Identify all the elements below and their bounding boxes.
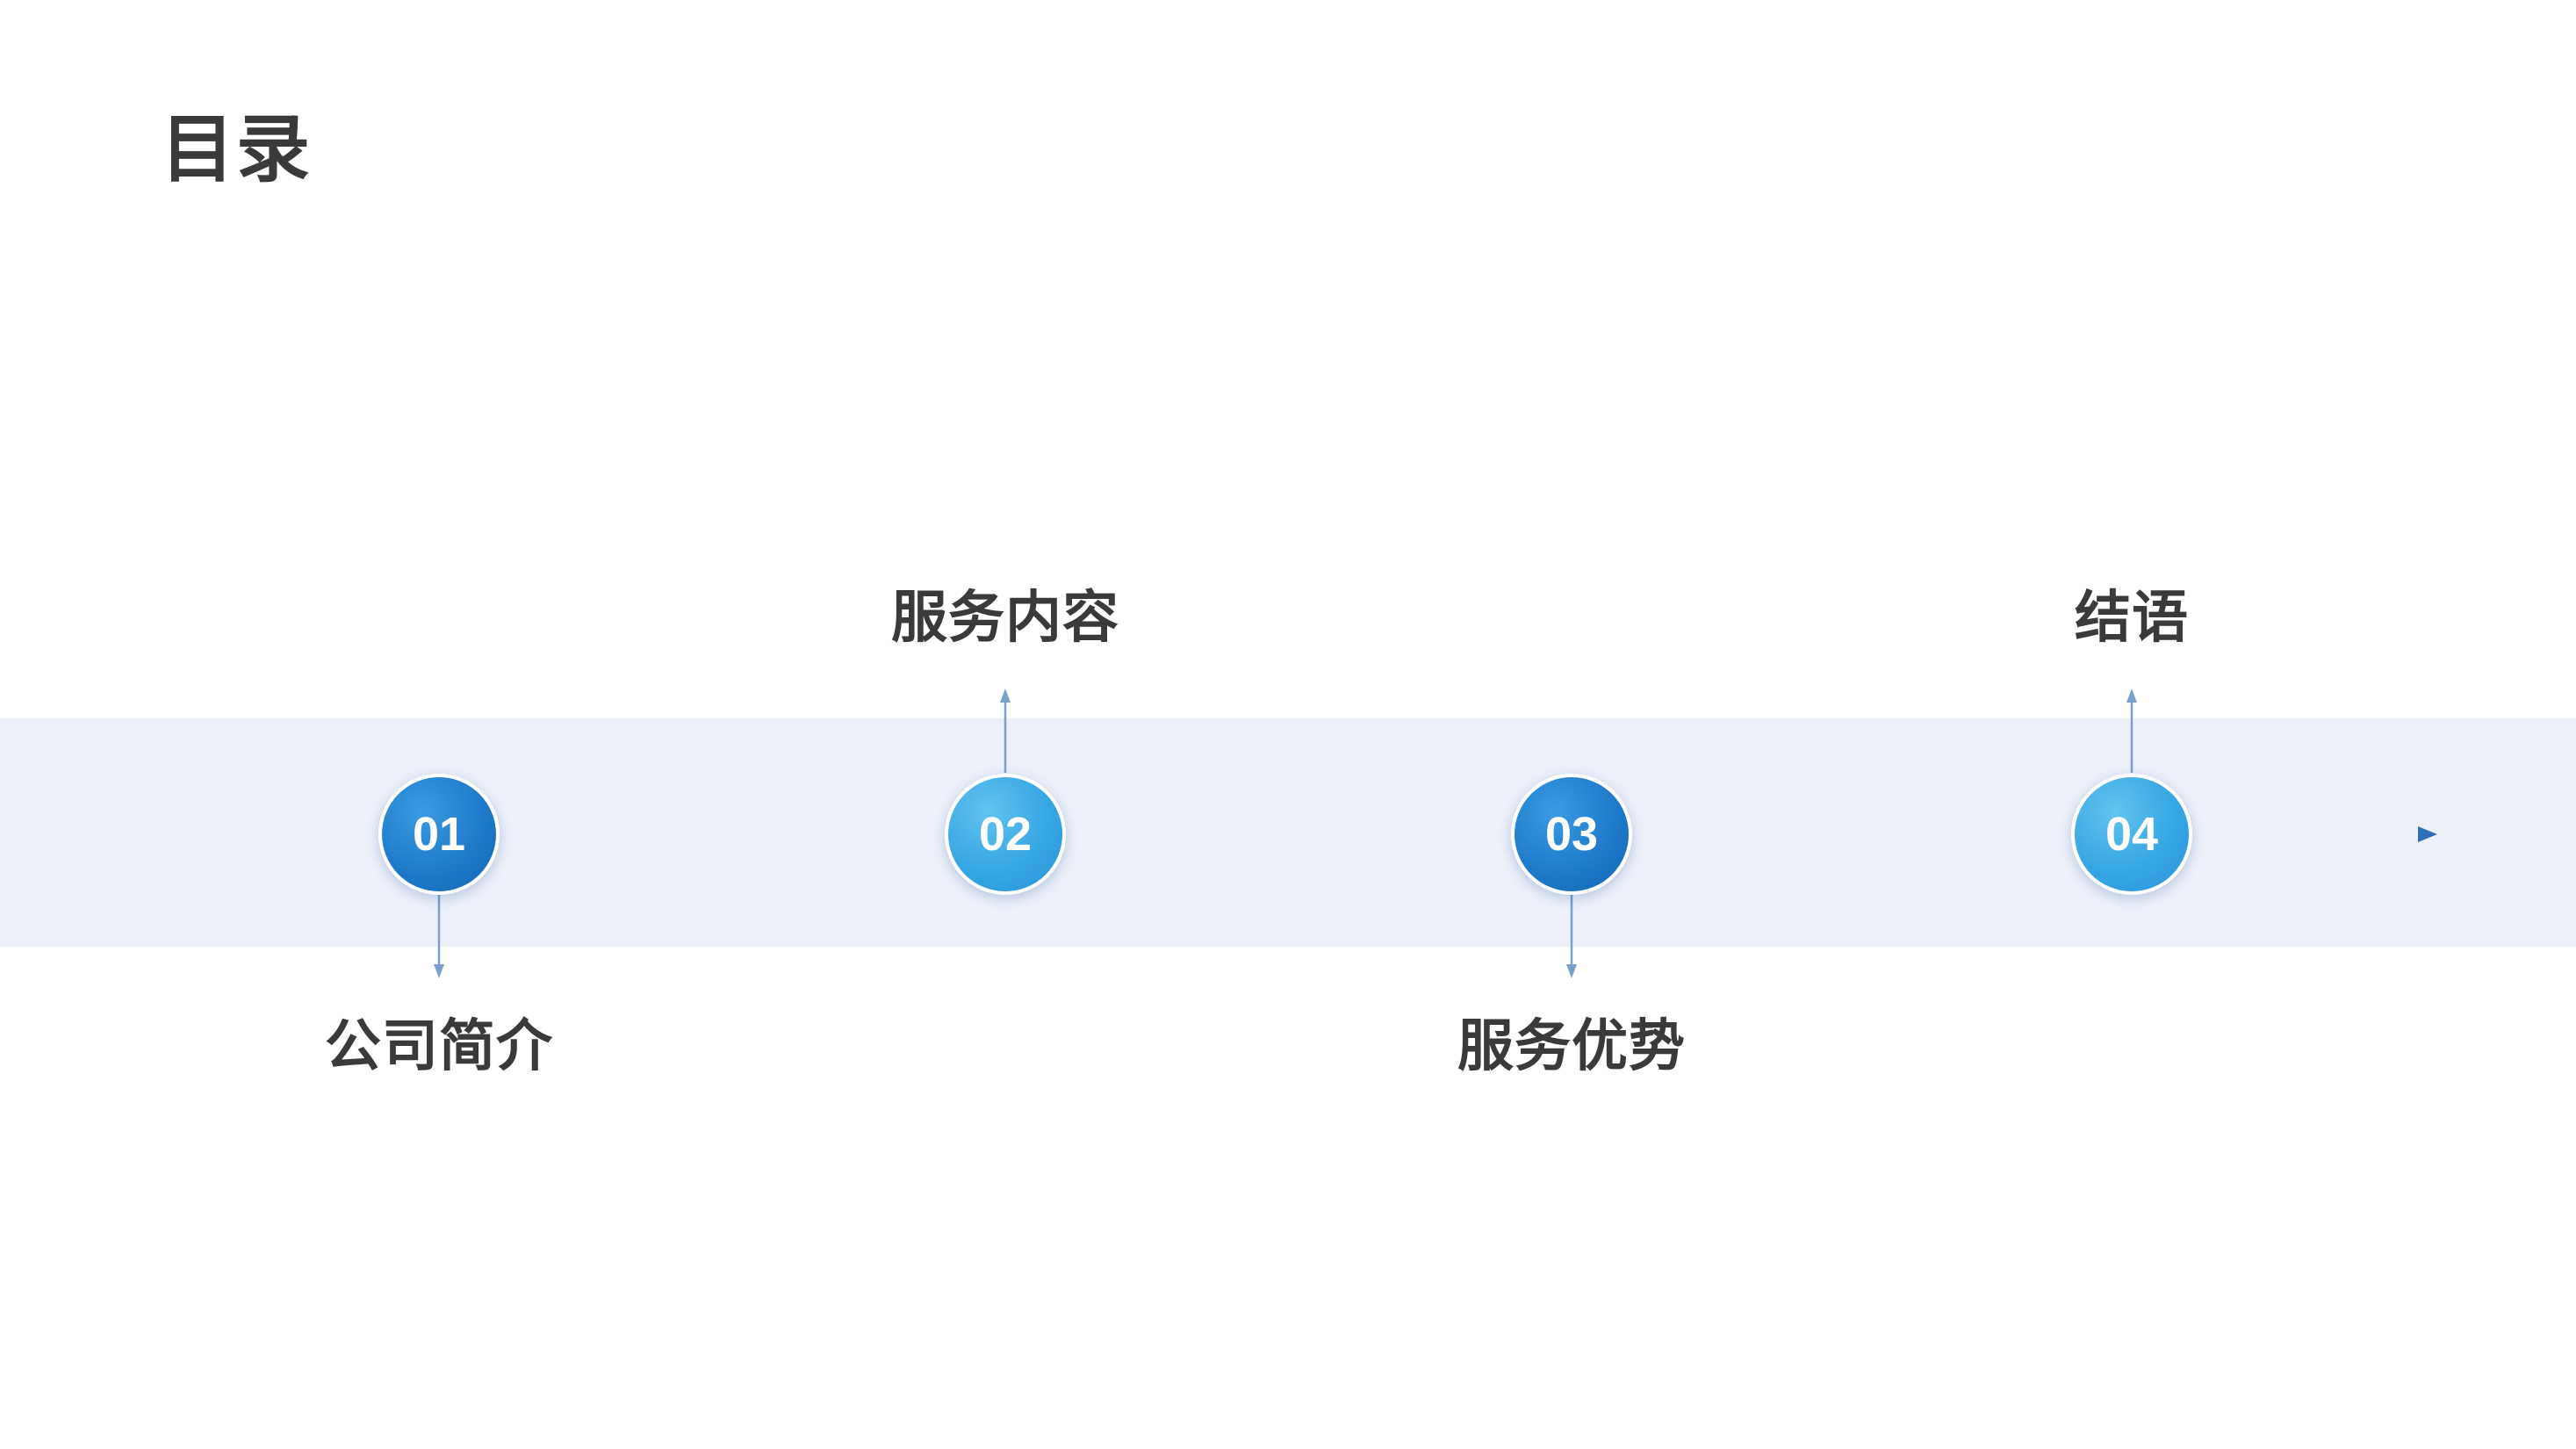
timeline-node-02[interactable]: 02 xyxy=(945,774,1066,895)
timeline-node-01[interactable]: 01 xyxy=(378,774,500,895)
timeline-arrow-head xyxy=(2418,826,2437,842)
connector-04 xyxy=(2126,688,2137,773)
node-number: 03 xyxy=(1544,808,1599,861)
item-label-04[interactable]: 结语 xyxy=(2075,586,2189,651)
connector-01 xyxy=(434,894,444,978)
item-label-02[interactable]: 服务内容 xyxy=(891,586,1119,651)
connector-03 xyxy=(1566,894,1577,978)
timeline-node-04[interactable]: 04 xyxy=(2071,774,2192,895)
node-number: 01 xyxy=(412,808,466,861)
item-label-01[interactable]: 公司简介 xyxy=(325,1014,553,1079)
timeline-node-03[interactable]: 03 xyxy=(1511,774,1632,895)
connector-02 xyxy=(1000,688,1011,773)
node-number: 04 xyxy=(2105,808,2159,861)
item-label-03[interactable]: 服务优势 xyxy=(1457,1014,1686,1079)
page-title: 目录 xyxy=(161,106,313,192)
node-number: 02 xyxy=(978,808,1033,861)
